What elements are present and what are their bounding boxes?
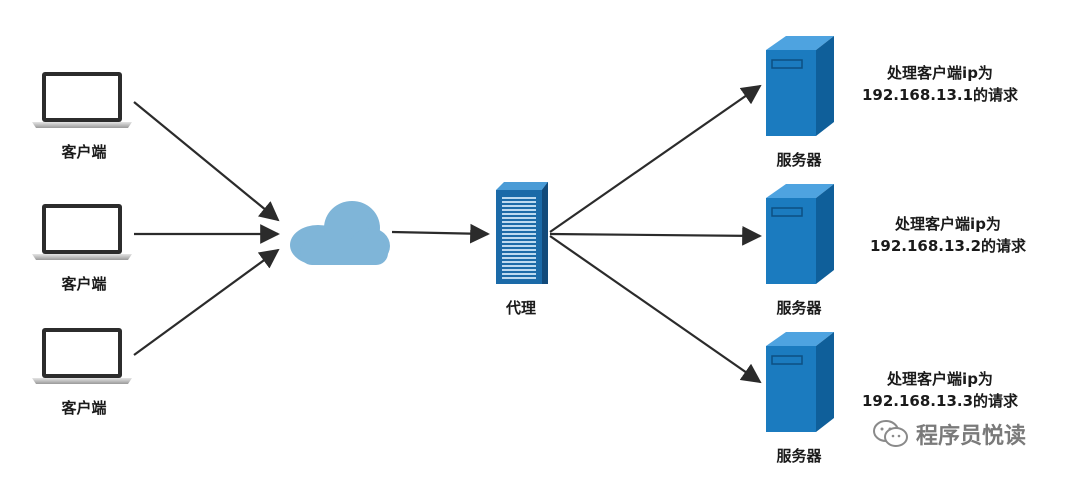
rack-slot	[502, 249, 536, 251]
server-label: 服务器	[776, 299, 822, 317]
rack-slot	[502, 253, 536, 255]
rack-slot	[502, 221, 536, 223]
watermark-text: 程序员悦读	[916, 424, 1027, 449]
rack-slot	[502, 201, 536, 203]
client-label: 客户端	[61, 143, 107, 161]
rack-slot	[502, 225, 536, 227]
rack-slot	[502, 277, 536, 279]
rack-slot	[502, 217, 536, 219]
client-label: 客户端	[61, 399, 107, 417]
rack-slot	[502, 237, 536, 239]
rack-slot	[502, 229, 536, 231]
arrow-proxy-to-server2	[549, 225, 762, 246]
arrow-client1-to-cloud	[133, 101, 280, 222]
rack-slot	[502, 261, 536, 263]
rack-slot	[502, 265, 536, 267]
server-note-line: 处理客户端ip为	[887, 370, 993, 388]
arrow-proxy-to-server3	[549, 235, 762, 384]
server-note: 处理客户端ip为 192.168.13.2的请求	[870, 213, 1026, 257]
client-laptop-icon	[32, 204, 132, 260]
server-note-line: 192.168.13.2的请求	[869, 237, 1027, 255]
arrow-proxy-to-server1	[549, 84, 762, 233]
watermark: 程序员悦读	[872, 418, 1026, 450]
server-note: 处理客户端ip为 192.168.13.3的请求	[862, 368, 1018, 412]
rack-slot	[502, 257, 536, 259]
server-note-line: 处理客户端ip为	[895, 215, 1001, 233]
server-note-line: 192.168.13.3的请求	[861, 392, 1019, 410]
server-label: 服务器	[776, 151, 822, 169]
rack-slot	[502, 245, 536, 247]
rack-slot	[502, 205, 536, 207]
server-label: 服务器	[776, 447, 822, 465]
wechat-icon	[873, 420, 908, 447]
rack-slot	[502, 241, 536, 243]
proxy-rack-icon	[496, 182, 548, 284]
rack-slot	[502, 209, 536, 211]
arrow-client3-to-cloud	[133, 248, 280, 356]
rack-slot	[502, 197, 536, 199]
server-icon	[766, 36, 834, 136]
rack-slot	[502, 269, 536, 271]
server-note-line: 处理客户端ip为	[887, 64, 993, 82]
client-laptop-icon	[32, 328, 132, 384]
server-icon	[766, 184, 834, 284]
client-label: 客户端	[61, 275, 107, 293]
arrow-cloud-to-proxy	[391, 223, 490, 244]
cloud-icon	[290, 201, 390, 265]
rack-slot	[502, 233, 536, 235]
server-note: 处理客户端ip为 192.168.13.1的请求	[862, 62, 1018, 106]
rack-slot	[502, 213, 536, 215]
server-note-line: 192.168.13.1的请求	[861, 86, 1019, 104]
client-laptop-icon	[32, 72, 132, 128]
rack-slot	[502, 273, 536, 275]
proxy-label: 代理	[505, 299, 537, 317]
server-icon	[766, 332, 834, 432]
